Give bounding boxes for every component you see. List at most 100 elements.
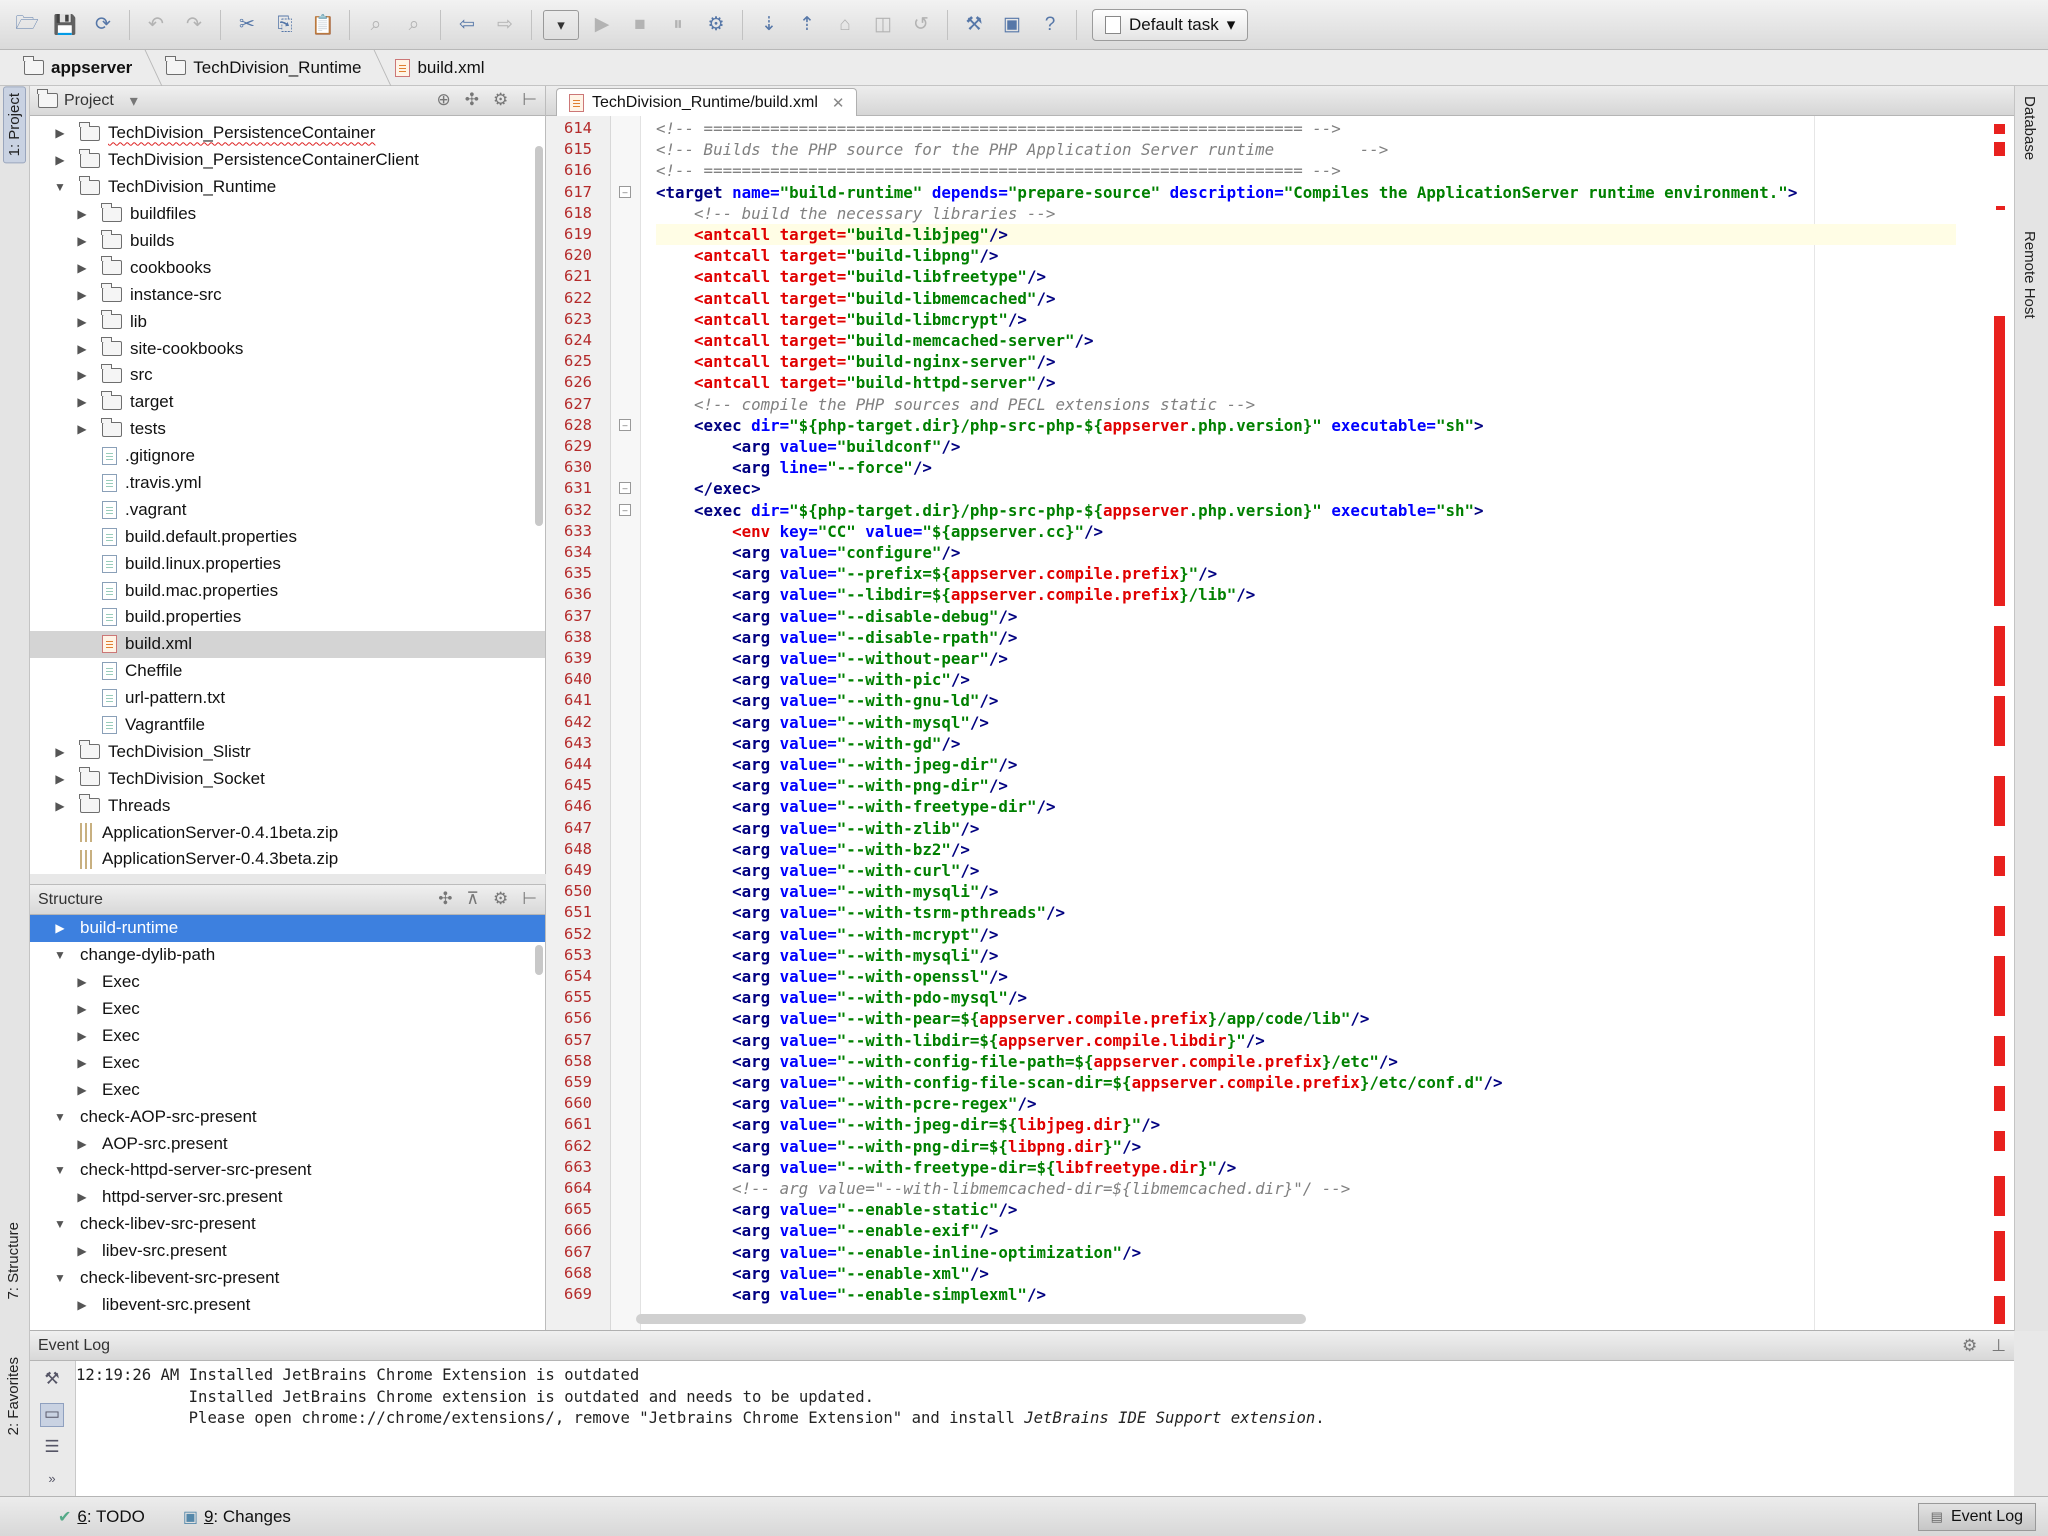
vcs-history-icon[interactable]: ◫	[874, 14, 892, 35]
chevron-right-icon[interactable]: ▶	[77, 1002, 87, 1017]
save-icon[interactable]: 💾	[53, 14, 77, 36]
project-tree-item[interactable]: .gitignore	[30, 443, 545, 470]
more-icon[interactable]: »	[48, 1471, 56, 1486]
error-marker[interactable]	[1994, 1231, 2005, 1281]
error-marker[interactable]	[1994, 776, 2005, 826]
expand-all-icon[interactable]: ✣	[438, 889, 453, 908]
chevron-down-icon[interactable]: ▼	[54, 1271, 66, 1286]
error-marker[interactable]	[1994, 956, 2005, 1016]
chevron-right-icon[interactable]: ▶	[55, 126, 65, 141]
project-tree-item[interactable]: .vagrant	[30, 496, 545, 523]
project-tree-item[interactable]: build.xml	[30, 630, 545, 658]
event-link[interactable]: JetBrains IDE Support extension	[1024, 1409, 1316, 1427]
project-tree-item[interactable]: ▶TechDivision_Socket	[30, 765, 545, 792]
help-icon[interactable]: ?	[1044, 13, 1056, 35]
structure-tree-item[interactable]: ▶Exec	[30, 1076, 545, 1103]
cut-icon[interactable]: ✂	[239, 14, 255, 35]
structure-tree-item[interactable]: ▶build-runtime	[30, 915, 545, 942]
breadcrumb-build-xml[interactable]: build.xml	[383, 50, 496, 86]
chevron-right-icon[interactable]: ▶	[77, 422, 87, 437]
run-config-icon[interactable]: ▾	[543, 9, 579, 40]
project-tree-item[interactable]: ApplicationServer-0.4.1beta.zip	[30, 819, 545, 846]
chevron-right-icon[interactable]: ▶	[55, 921, 65, 936]
error-marker[interactable]	[1996, 206, 2005, 210]
forward-icon[interactable]: ⇨	[497, 14, 513, 35]
error-marker[interactable]	[1994, 124, 2005, 134]
tab-project[interactable]: 1: Project	[3, 86, 26, 164]
error-marker[interactable]	[1994, 316, 2005, 536]
editor-tab-build-xml[interactable]: TechDivision_Runtime/build.xml ✕	[556, 88, 858, 116]
chevron-right-icon[interactable]: ▶	[77, 234, 87, 248]
back-icon[interactable]: ⇦	[459, 14, 475, 35]
chevron-right-icon[interactable]: ▶	[55, 771, 65, 786]
vcs-commit-icon[interactable]: ⇡	[799, 14, 815, 35]
project-tree-item[interactable]: ▶instance-src	[30, 281, 545, 308]
close-icon[interactable]: ✕	[831, 94, 845, 112]
structure-tree-item[interactable]: ▶Exec	[30, 1049, 545, 1076]
settings-icon[interactable]: ⚒	[965, 14, 983, 35]
changes-button[interactable]: ▣ 9: Changes	[182, 1506, 291, 1526]
redo-icon[interactable]: ↷	[186, 14, 202, 35]
error-marker[interactable]	[1994, 856, 2005, 876]
collapse-all-icon[interactable]: ✣	[464, 90, 479, 109]
project-tree-item[interactable]: Vagrantfile	[30, 712, 545, 739]
breadcrumb-techdivision-runtime[interactable]: TechDivision_Runtime	[154, 50, 373, 86]
balloon-icon[interactable]: ▭	[40, 1403, 64, 1427]
chevron-down-icon[interactable]: ▼	[54, 1109, 66, 1124]
breadcrumb-appserver[interactable]: appserver	[12, 50, 144, 86]
error-marker[interactable]	[1994, 1176, 2005, 1216]
run-icon[interactable]: ▶	[594, 14, 610, 35]
structure-tree-item[interactable]: ▶libev-src.present	[30, 1238, 545, 1265]
chevron-down-icon[interactable]: ▾	[129, 92, 138, 110]
structure-tree-item[interactable]: ▼check-libevent-src-present	[30, 1265, 545, 1292]
error-marker[interactable]	[1994, 566, 2005, 606]
error-marker[interactable]	[1994, 142, 2005, 156]
project-tree-item[interactable]: ▶Threads	[30, 792, 545, 819]
structure-scrollbar[interactable]	[535, 945, 543, 975]
find-icon[interactable]: ⌕	[370, 13, 382, 35]
editor-horizontal-scrollbar[interactable]	[636, 1314, 1306, 1324]
event-log-button[interactable]: ▤ Event Log	[1917, 1503, 2036, 1531]
settings-icon[interactable]: ⚒	[44, 1369, 60, 1388]
fold-toggle-icon[interactable]: –	[619, 482, 631, 495]
task-selector[interactable]: Default task▾	[1092, 8, 1249, 41]
chevron-down-icon[interactable]: ▼	[54, 1217, 66, 1232]
chevron-right-icon[interactable]: ▶	[77, 368, 87, 383]
chevron-right-icon[interactable]: ▶	[77, 1136, 87, 1151]
open-icon[interactable]: 🗁	[15, 12, 39, 34]
structure-tree-item[interactable]: ▶AOP-src.present	[30, 1130, 545, 1157]
structure-tree-item[interactable]: ▼check-AOP-src-present	[30, 1103, 545, 1130]
structure-tree-item[interactable]: ▶httpd-server-src.present	[30, 1184, 545, 1211]
copy-icon[interactable]: ⎘	[277, 13, 293, 35]
error-marker[interactable]	[1994, 1296, 2005, 1324]
project-tree-item[interactable]: ▶lib	[30, 308, 545, 335]
project-tree-item[interactable]: ▶TechDivision_PersistenceContainerClient	[30, 147, 545, 174]
error-marker[interactable]	[1994, 536, 2005, 566]
structure-tree-item[interactable]: ▶libevent-src.present	[30, 1291, 545, 1318]
chevron-right-icon[interactable]: ▶	[77, 207, 87, 222]
collapse-all-icon[interactable]: ⊼	[466, 889, 479, 908]
tab-remote-host[interactable]: Remote Host	[2021, 231, 2038, 319]
project-tree-item[interactable]: ▶tests	[30, 416, 545, 443]
chevron-right-icon[interactable]: ▶	[77, 1029, 87, 1043]
tab-structure[interactable]: 7: Structure	[5, 1222, 22, 1300]
project-tree-item[interactable]: ▶cookbooks	[30, 254, 545, 281]
revert-icon[interactable]: ↺	[913, 14, 929, 35]
project-tree-item[interactable]: build.properties	[30, 604, 545, 631]
vcs-update-icon[interactable]: ⇣	[761, 14, 777, 35]
sdk-icon[interactable]: ▣	[1003, 14, 1021, 35]
fold-toggle-icon[interactable]: –	[619, 503, 631, 516]
todo-button[interactable]: ✔ 6: TODO	[58, 1506, 145, 1526]
project-tree-item[interactable]: ▼TechDivision_Runtime	[30, 174, 545, 201]
chevron-right-icon[interactable]: ▶	[77, 1297, 87, 1312]
chevron-down-icon[interactable]: ▼	[54, 948, 66, 963]
project-tree-item[interactable]: build.linux.properties	[30, 550, 545, 577]
scroll-from-source-icon[interactable]: ⊕	[436, 90, 451, 109]
chevron-right-icon[interactable]: ▶	[55, 798, 65, 813]
error-marker[interactable]	[1994, 906, 2005, 936]
project-scrollbar[interactable]	[535, 146, 543, 526]
structure-tree-item[interactable]: ▶Exec	[30, 996, 545, 1023]
error-marker[interactable]	[1994, 1036, 2005, 1066]
structure-tree-item[interactable]: ▼change-dylib-path	[30, 942, 545, 969]
